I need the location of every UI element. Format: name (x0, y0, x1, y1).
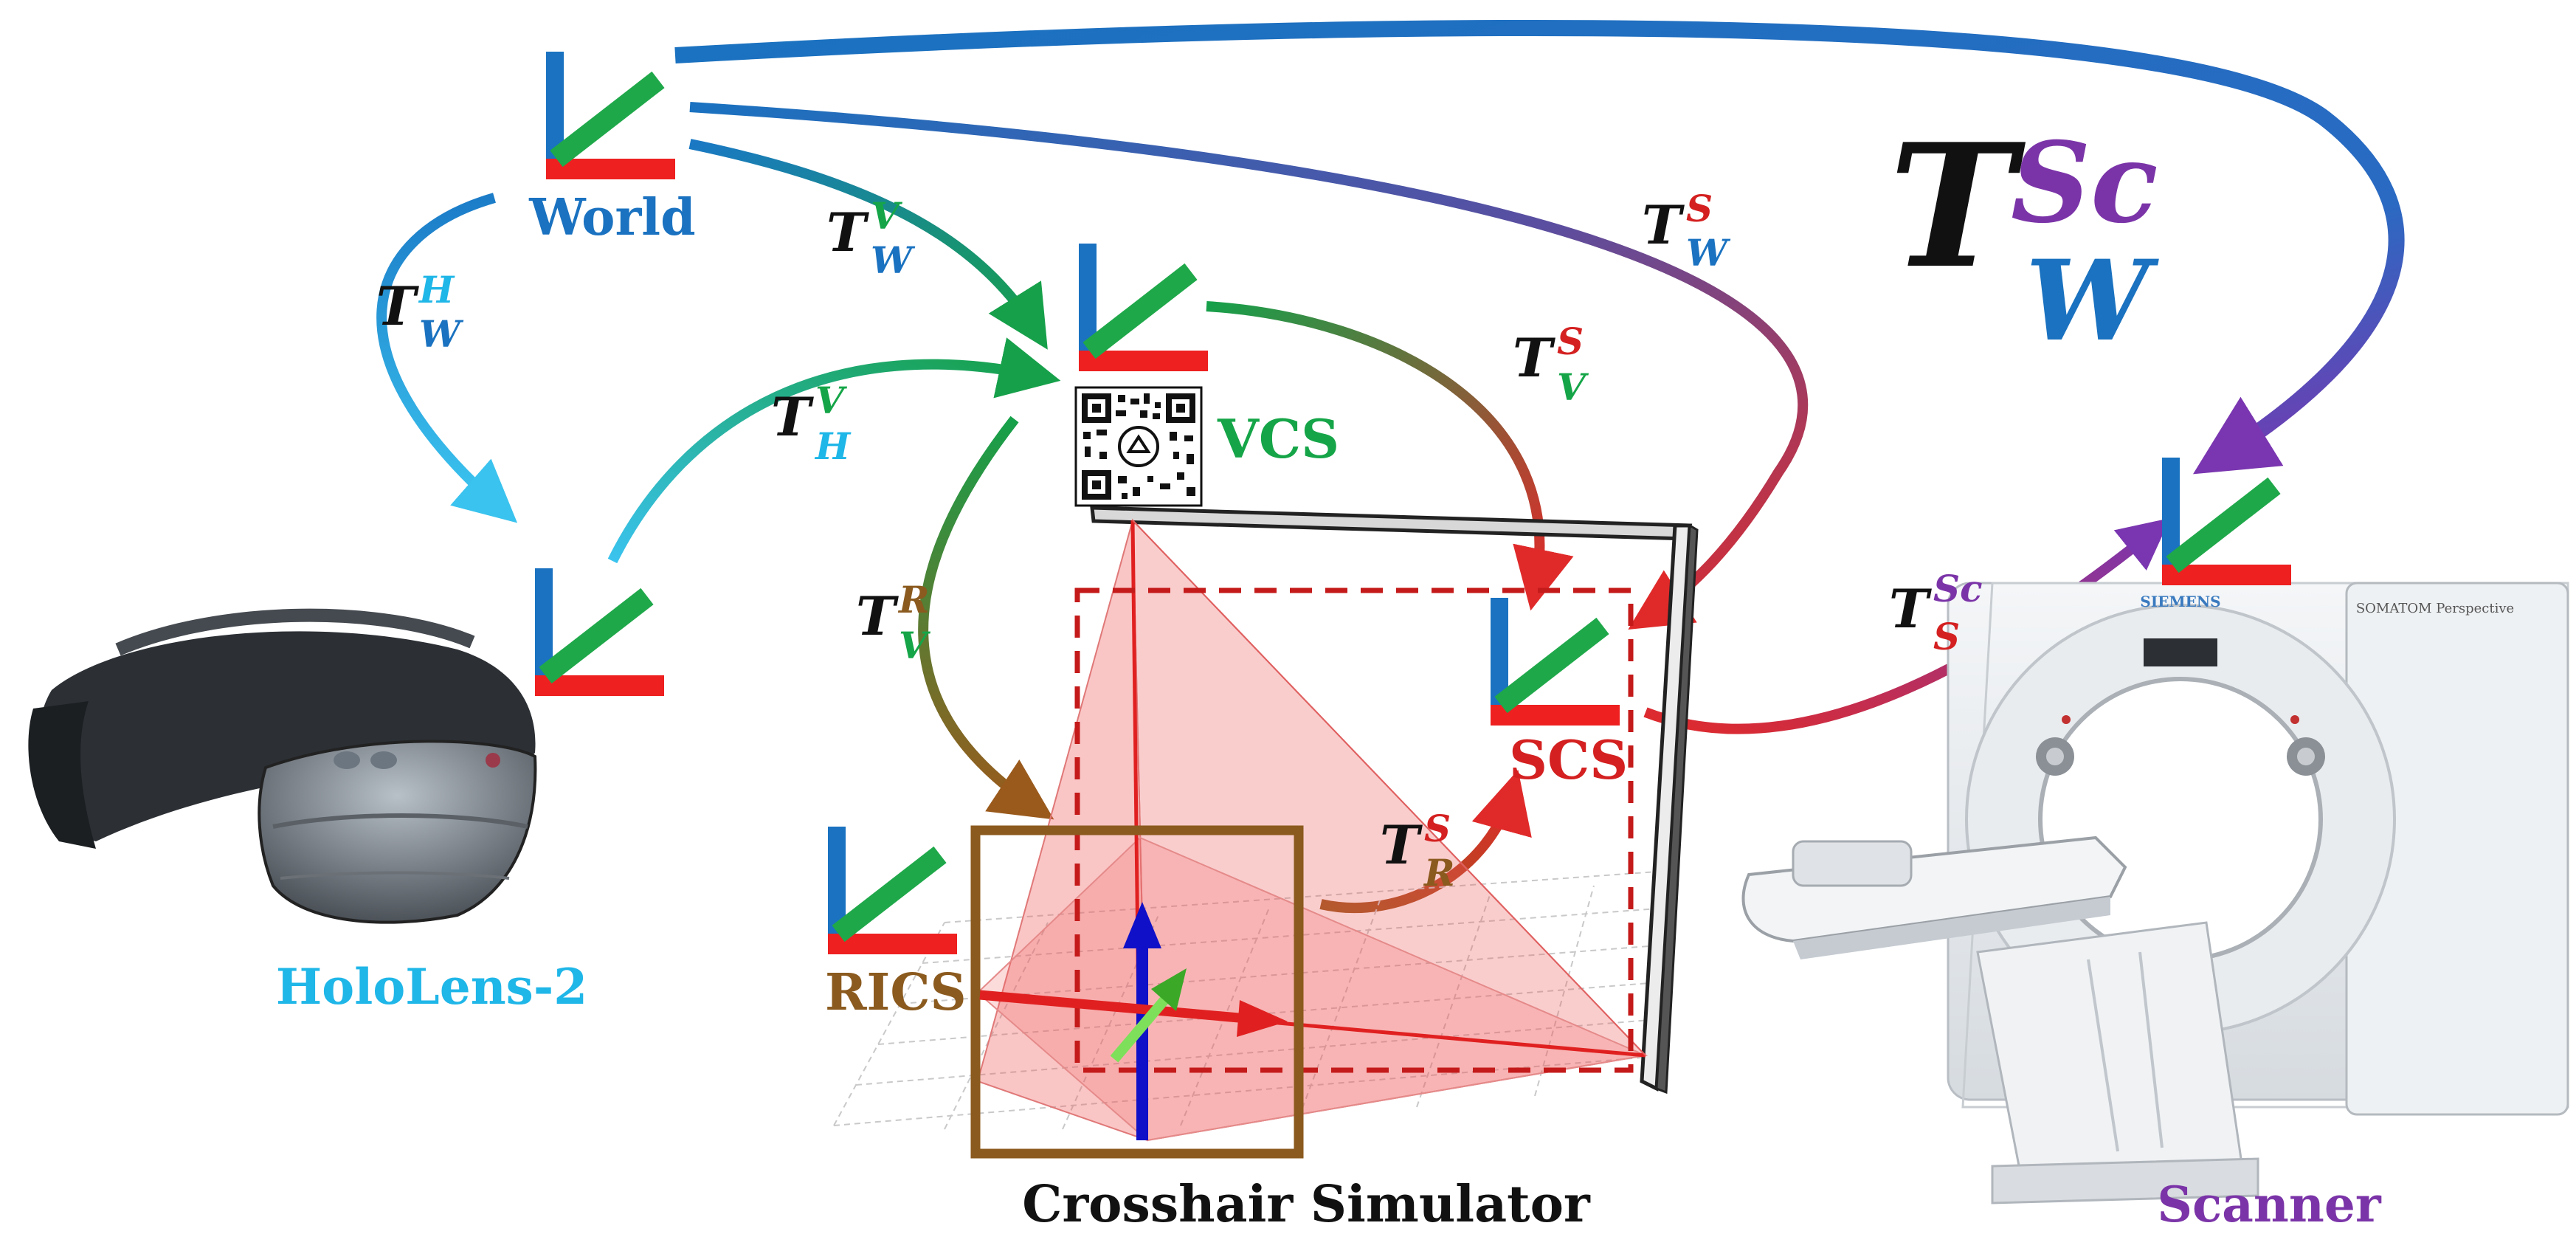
label-scs: SCS (1509, 728, 1628, 791)
svg-text:S: S (1424, 807, 1451, 850)
hololens-headset (28, 608, 537, 924)
qr-pattern (1082, 393, 1195, 500)
svg-text:R: R (897, 578, 930, 621)
transform-label-t-h-v: T V H (771, 379, 852, 468)
rics-box (970, 825, 1304, 1159)
svg-text:S: S (1933, 615, 1960, 658)
label-vcs: VCS (1217, 407, 1339, 470)
arrow-hololens-to-vcs (607, 337, 1061, 564)
scanner-model-label: SOMATOM Perspective (2356, 601, 2514, 616)
svg-text:W: W (2026, 236, 2159, 366)
arrow-rics-to-scs (1319, 769, 1532, 914)
svg-text:V: V (871, 194, 903, 238)
axes-icon-rics (828, 827, 957, 954)
svg-text:T: T (1380, 813, 1423, 876)
label-rics: RICS (825, 963, 967, 1022)
ct-scanner: SIEMENS SOMATOM Perspective (1741, 582, 2569, 1205)
arrow-world-to-scs (689, 102, 1809, 630)
svg-text:T: T (1513, 326, 1555, 389)
svg-text:T: T (856, 585, 899, 647)
svg-text:S: S (1557, 320, 1584, 363)
svg-text:R: R (1423, 851, 1455, 895)
svg-text:T: T (771, 385, 814, 448)
svg-text:Sc: Sc (1933, 567, 1983, 610)
axes-icon-hololens (535, 568, 664, 696)
svg-text:T: T (826, 201, 869, 263)
label-crosshair-simulator: Crosshair Simulator (1022, 1175, 1591, 1234)
arrow-scs-to-scanner (1643, 517, 2171, 734)
svg-text:W: W (419, 312, 464, 356)
svg-text:T: T (376, 275, 419, 337)
hololens-visor (258, 740, 537, 924)
svg-text:Sc: Sc (2011, 118, 2158, 248)
transform-label-t-s-sc: T Sc S (1889, 567, 1983, 658)
svg-text:T: T (1889, 107, 2026, 306)
svg-text:T: T (1889, 577, 1932, 640)
svg-text:V: V (899, 624, 931, 667)
svg-text:V: V (1557, 365, 1589, 409)
transform-label-t-w-v: T V W (826, 194, 916, 282)
label-hololens: HoloLens-2 (276, 958, 587, 1016)
axes-icon-scanner (2162, 458, 2291, 585)
label-world: World (528, 188, 695, 247)
svg-text:T: T (1642, 193, 1685, 256)
svg-text:V: V (815, 379, 848, 422)
arrow-world-to-hololens (376, 193, 518, 523)
transform-label-t-r-s: T S R (1380, 807, 1455, 895)
svg-text:H: H (814, 424, 852, 468)
scanner-brand-label: SIEMENS (2140, 593, 2220, 610)
rics-3d-axes (979, 902, 1288, 1140)
transform-arrows (376, 19, 2405, 914)
label-scanner: Scanner (2157, 1176, 2382, 1233)
arrow-world-to-vcs (688, 139, 1048, 350)
axes-icon-world (546, 52, 675, 179)
frame-panel (1090, 506, 1699, 1095)
svg-text:H: H (418, 268, 455, 311)
svg-text:S: S (1686, 187, 1713, 230)
transform-label-t-v-r: T R V (856, 578, 931, 667)
axes-icon-vcs (1079, 244, 1208, 371)
arrow-world-to-scanner (674, 19, 2405, 475)
crosshair-simulator (833, 506, 1699, 1159)
transform-label-t-v-s: T S V (1513, 320, 1589, 409)
axes-icon-scs (1491, 598, 1620, 726)
svg-text:W: W (1686, 231, 1731, 275)
transform-label-t-w-h: T H W (376, 268, 464, 356)
svg-text:W: W (871, 238, 916, 282)
patient-table (1741, 835, 2259, 1205)
qr-marker (1074, 386, 1203, 507)
transform-label-t-w-sc: T Sc W (1889, 107, 2159, 366)
transform-label-t-w-s: T S W (1642, 187, 1731, 275)
arrow-vcs-to-rics (918, 416, 1054, 820)
